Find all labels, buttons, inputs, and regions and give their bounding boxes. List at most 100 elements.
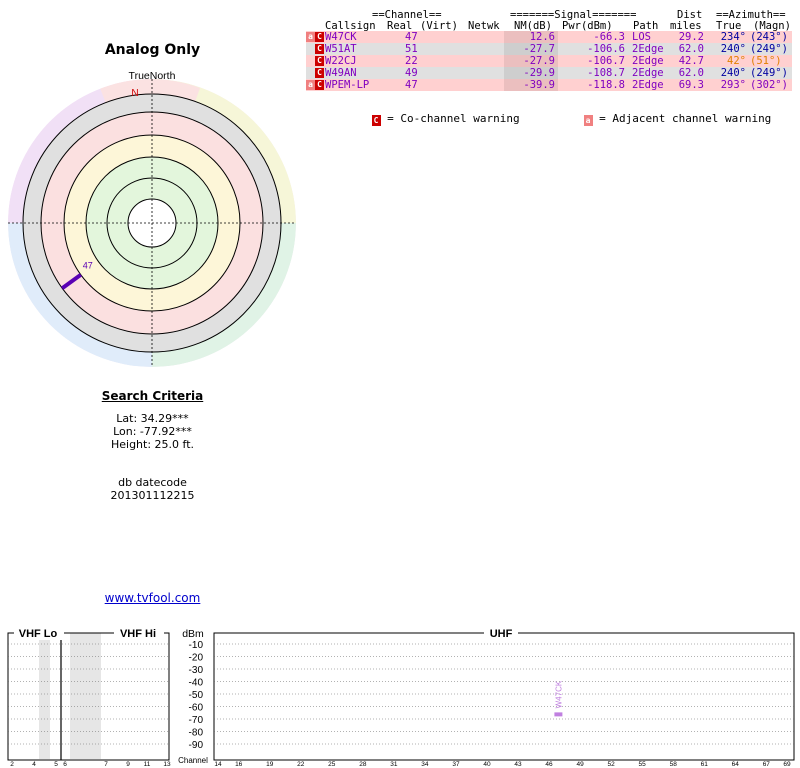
search-criteria-heading: Search Criteria bbox=[101, 389, 204, 403]
dbm-label: dBm bbox=[182, 628, 204, 640]
cell-nm: -27.9 bbox=[523, 55, 555, 67]
channel-tick-label: 9 bbox=[126, 761, 130, 768]
channel-tick-label: 25 bbox=[328, 761, 336, 768]
channel-tick-label: 2 bbox=[10, 761, 14, 768]
cell-nm: -27.7 bbox=[523, 43, 555, 55]
col-virt: (Virt) bbox=[420, 20, 458, 32]
nm-shade bbox=[504, 43, 558, 55]
col-callsign: Callsign bbox=[325, 20, 376, 32]
col-pwr: Pwr(dBm) bbox=[562, 20, 613, 32]
channel-group-header: ==Channel== bbox=[372, 9, 442, 21]
channel-tick-label: 64 bbox=[732, 761, 740, 768]
page-title: Analog Only bbox=[104, 42, 201, 58]
adjacent-channel-legend: a = Adjacent channel warning bbox=[557, 101, 771, 138]
channel-axis-label: Channel bbox=[178, 756, 208, 765]
channel-tick-label: 22 bbox=[297, 761, 305, 768]
dist-group-header: Dist bbox=[677, 9, 703, 21]
cell-callsign: W22CJ bbox=[325, 55, 357, 67]
dbm-tick-label: -60 bbox=[189, 703, 204, 714]
cell-dist: 69.3 bbox=[678, 79, 704, 91]
dbm-tick-label: -50 bbox=[189, 690, 204, 701]
channel-tick-label: 31 bbox=[390, 761, 398, 768]
signal-group-header: =======Signal======= bbox=[510, 9, 637, 21]
cell-path: 2Edge bbox=[632, 67, 664, 79]
co-channel-legend: C = Co-channel warning bbox=[345, 101, 520, 138]
dbm-tick-label: -80 bbox=[189, 728, 204, 739]
radar-station-line bbox=[61, 273, 82, 290]
cell-nm: -39.9 bbox=[523, 79, 555, 91]
channel-tick-label: 67 bbox=[763, 761, 771, 768]
col-path: Path bbox=[633, 20, 659, 32]
cell-path: LOS bbox=[632, 31, 651, 43]
dbm-ticks: -10-20-30-40-50-60-70-80-90 bbox=[189, 640, 204, 751]
spectrum-bars: W47CK bbox=[554, 680, 563, 717]
cell-nm: -29.9 bbox=[523, 67, 555, 79]
nm-shade bbox=[504, 79, 558, 91]
cell-path: 2Edge bbox=[632, 43, 664, 55]
cell-real: 51 bbox=[405, 43, 418, 55]
channel-tick-label: 58 bbox=[670, 761, 678, 768]
dbm-tick-label: -90 bbox=[189, 740, 204, 751]
cell-real: 22 bbox=[405, 55, 418, 67]
cell-az-true: 42° bbox=[727, 55, 746, 67]
cell-path: 2Edge bbox=[632, 55, 664, 67]
dbm-tick-label: -30 bbox=[189, 665, 204, 676]
adjacent-channel-legend-badge: a bbox=[583, 115, 593, 126]
cell-callsign: W49AN bbox=[325, 67, 357, 79]
longitude: Lon: -77.92*** bbox=[113, 425, 192, 438]
channel-tick-label: 11 bbox=[144, 761, 151, 768]
cell-az-magn: (302°) bbox=[750, 79, 788, 91]
cell-az-true: 293° bbox=[720, 79, 746, 91]
adjacent-channel-legend-text: = Adjacent channel warning bbox=[592, 112, 772, 125]
spectrum-grid bbox=[8, 643, 794, 745]
datecode-value: 201301112215 bbox=[110, 489, 195, 502]
col-real: Real bbox=[387, 20, 413, 32]
channel-tick-label: 37 bbox=[452, 761, 460, 768]
signal-bar-label: W47CK bbox=[554, 680, 563, 708]
db-datecode: db datecode 201301112215 bbox=[0, 476, 305, 502]
col-netwk: Netwk bbox=[468, 20, 500, 32]
cell-real: 47 bbox=[405, 31, 418, 43]
channel-tick-label: 34 bbox=[421, 761, 429, 768]
col-true: True bbox=[716, 20, 742, 32]
channel-tick-label: 49 bbox=[576, 761, 584, 768]
channel-tick-label: 52 bbox=[608, 761, 616, 768]
radar-station-label: 47 bbox=[83, 261, 93, 271]
channel-tick-label: 43 bbox=[514, 761, 522, 768]
channel-tick-label: 16 bbox=[235, 761, 243, 768]
north-marker: N bbox=[131, 88, 138, 99]
co-channel-legend-text: = Co-channel warning bbox=[380, 112, 520, 125]
col-miles: miles bbox=[670, 20, 702, 32]
channel-tick-label: 14 bbox=[214, 761, 222, 768]
cell-az-magn: (51°) bbox=[750, 55, 782, 67]
cell-dist: 62.0 bbox=[678, 67, 704, 79]
signal-bar bbox=[554, 712, 563, 717]
cell-callsign: W47CK bbox=[325, 31, 357, 43]
co-channel-badge: C bbox=[315, 68, 324, 78]
cell-callsign: WPEM-LP bbox=[325, 79, 370, 91]
channel-tick-label: 7 bbox=[104, 761, 108, 768]
search-criteria: Search Criteria Lat: 34.29*** Lon: -77.9… bbox=[0, 389, 305, 452]
cell-nm: 12.6 bbox=[529, 31, 555, 43]
cell-pwr: -108.7 bbox=[587, 67, 625, 79]
spectrum-chart: VHF Lo VHF Hi UHF dBm Channel -10-20-30-… bbox=[7, 628, 795, 768]
dbm-tick-label: -20 bbox=[189, 653, 204, 664]
cell-dist: 62.0 bbox=[678, 43, 704, 55]
tvfool-link[interactable]: www.tvfool.com bbox=[104, 591, 201, 605]
radar-plot: TrueNorth N 47 bbox=[8, 70, 296, 367]
co-channel-badge: C bbox=[315, 32, 324, 42]
vhf-lo-label: VHF Lo bbox=[19, 628, 58, 640]
latitude: Lat: 34.29*** bbox=[116, 412, 189, 425]
datecode-label: db datecode bbox=[118, 476, 187, 489]
co-channel-badge: C bbox=[315, 56, 324, 66]
radar-stations: 47 bbox=[61, 261, 93, 290]
nm-shade bbox=[504, 67, 558, 79]
channel-tick-label: 61 bbox=[701, 761, 709, 768]
channel-tick-label: 5 bbox=[54, 761, 58, 768]
